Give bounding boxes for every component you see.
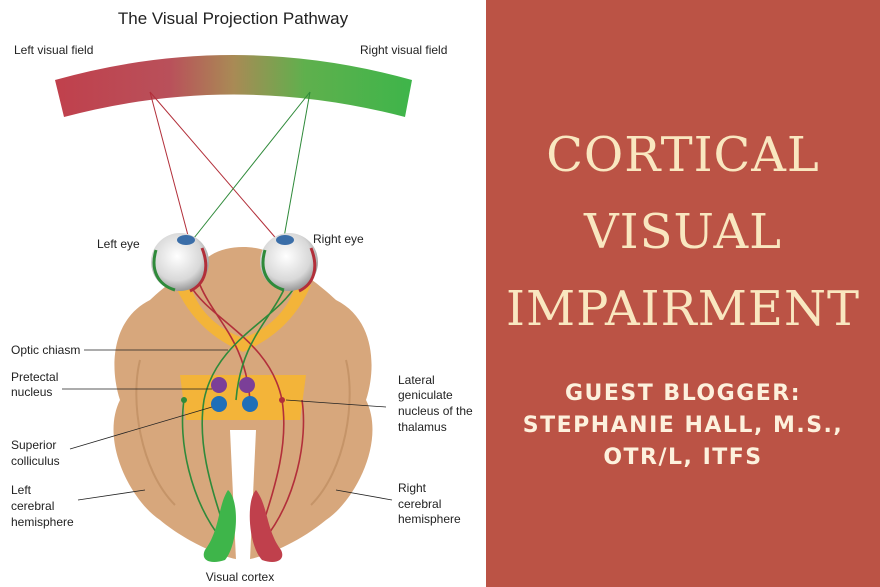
visual-cortex-left bbox=[203, 490, 236, 562]
byline-line-1: GUEST BLOGGER: bbox=[564, 381, 802, 406]
diagram-title: The Visual Projection Pathway bbox=[118, 9, 349, 28]
right-eye-label: Right eye bbox=[313, 232, 364, 246]
superior-colliculus-label-1: Superior bbox=[11, 438, 56, 452]
headline-line-2: VISUAL bbox=[583, 204, 783, 260]
right-eye bbox=[260, 233, 318, 293]
pretectal-nucleus-right bbox=[239, 377, 255, 393]
left-hemisphere-label-1: Left bbox=[11, 483, 32, 497]
left-eye bbox=[151, 233, 209, 293]
lgn-label-3: nucleus of the bbox=[398, 404, 473, 418]
right-hemisphere-label-1: Right bbox=[398, 481, 427, 495]
left-eye-label: Left eye bbox=[97, 237, 140, 251]
lgn-label-4: thalamus bbox=[398, 420, 447, 434]
pretectal-label-2: nucleus bbox=[11, 385, 52, 399]
right-hemisphere-label-3: hemisphere bbox=[398, 512, 461, 526]
superior-colliculus-right bbox=[242, 396, 258, 412]
pretectal-nucleus-left bbox=[211, 377, 227, 393]
leader-lines bbox=[62, 349, 393, 501]
right-visual-field-label: Right visual field bbox=[360, 43, 447, 57]
visual-pathway-diagram: The Visual Projection Pathway Left visua… bbox=[11, 9, 473, 584]
headline-line-3: IMPAIRMENT bbox=[506, 281, 860, 337]
byline-line-3: OTR/L, ITFS bbox=[603, 445, 763, 470]
title-panel: CORTICAL VISUAL IMPAIRMENT GUEST BLOGGER… bbox=[486, 0, 880, 587]
optic-pathway-glow bbox=[175, 285, 311, 420]
visual-cortex-label: Visual cortex bbox=[206, 570, 274, 584]
left-visual-field-label: Left visual field bbox=[14, 43, 93, 57]
visual-field-arc bbox=[55, 55, 412, 117]
lgn-label-2: geniculate bbox=[398, 388, 453, 402]
byline-line-2: STEPHANIE HALL, M.S., bbox=[522, 413, 844, 438]
left-hemisphere-label-3: hemisphere bbox=[11, 515, 74, 529]
visual-cortex-right bbox=[249, 490, 283, 562]
optic-chiasm-label: Optic chiasm bbox=[11, 343, 80, 357]
lgn-right-dot bbox=[279, 397, 285, 403]
lgn-label-1: Lateral bbox=[398, 373, 435, 387]
right-hemisphere-label-2: cerebral bbox=[398, 497, 441, 511]
diagram-panel: The Visual Projection Pathway Left visua… bbox=[11, 9, 474, 584]
headline-line-1: CORTICAL bbox=[546, 127, 820, 183]
projection-lines bbox=[149, 91, 311, 244]
pretectal-label-1: Pretectal bbox=[11, 370, 58, 384]
left-hemisphere-label-2: cerebral bbox=[11, 499, 54, 513]
superior-colliculus-label-2: colliculus bbox=[11, 454, 60, 468]
lgn-left-dot bbox=[181, 397, 187, 403]
superior-colliculus-left bbox=[211, 396, 227, 412]
